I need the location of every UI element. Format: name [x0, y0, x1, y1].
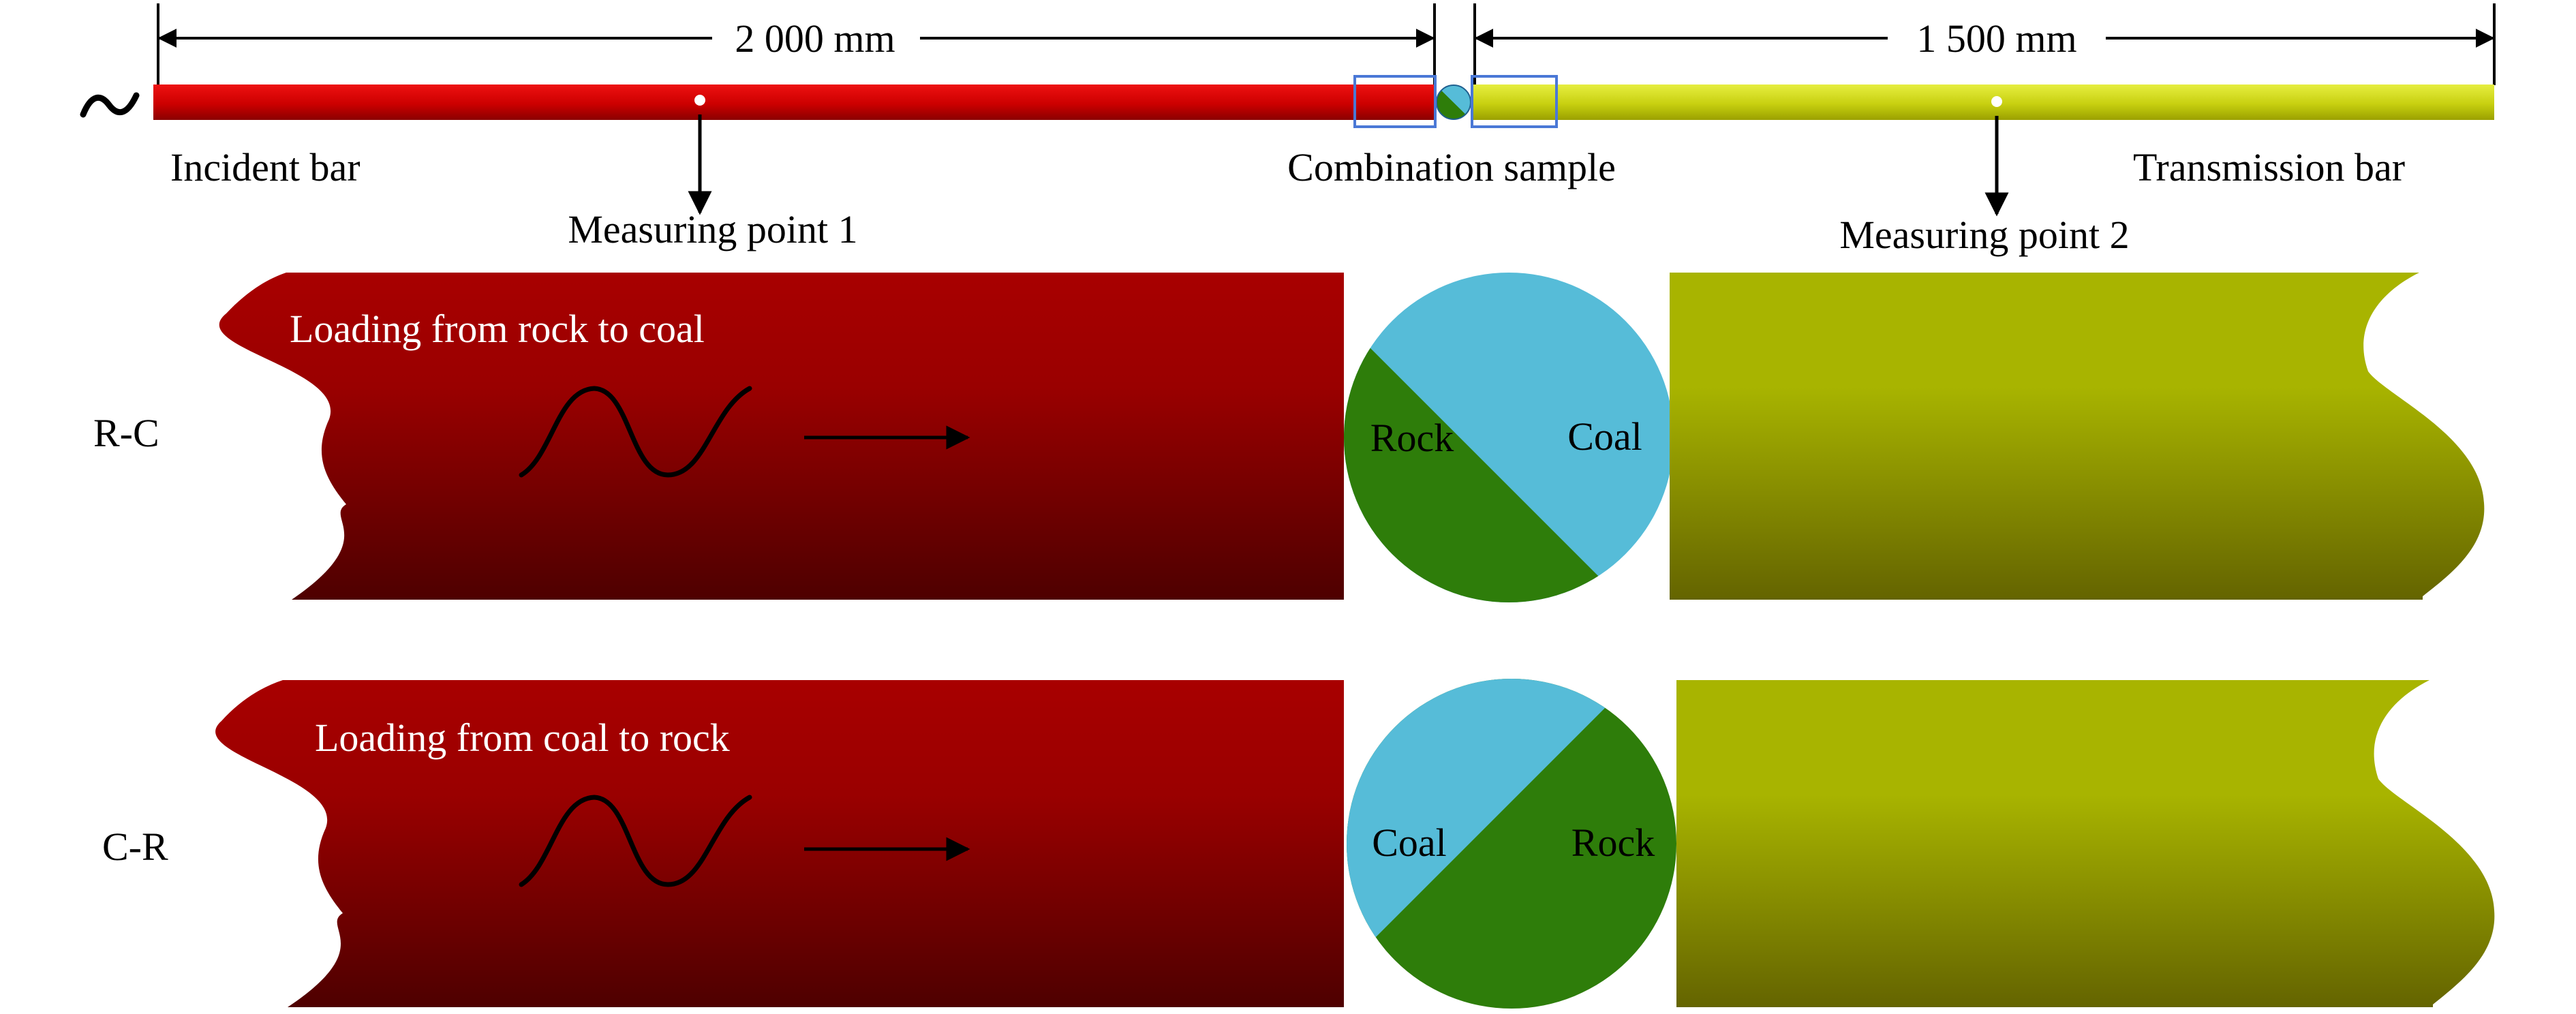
transmission-bar-label: Transmission bar	[2133, 145, 2405, 189]
dimension-incident-label: 2 000 mm	[735, 16, 895, 61]
loading-direction-label: Loading from rock to coal	[290, 307, 705, 351]
dimension-incident: 2 000 mm	[157, 3, 1436, 85]
detail-row-cr: C-R Loading from coal to rock Coal Rock	[102, 679, 2495, 1009]
sample-right-material: Rock	[1571, 820, 1655, 865]
measuring-point-1-label: Measuring point 1	[568, 207, 857, 251]
transmission-bar	[1473, 84, 2494, 120]
loading-direction-label: Loading from coal to rock	[315, 716, 730, 760]
combination-sample-label: Combination sample	[1287, 145, 1616, 189]
dimension-transmission-label: 1 500 mm	[1916, 16, 2076, 61]
stress-wave-icon	[519, 386, 752, 478]
row-label: C-R	[102, 825, 168, 869]
combination-sample: Rock Coal	[1344, 273, 1674, 602]
overview-panel: 2 000 mm 1 500 mm	[80, 3, 2496, 257]
incident-bar-label: Incident bar	[170, 145, 361, 189]
sample-left-material: Rock	[1370, 416, 1454, 460]
incident-bar-section	[215, 680, 1345, 1007]
incident-bar-section	[219, 273, 1344, 600]
zoom-box-left	[1353, 75, 1437, 128]
detail-row-rc: R-C Loading from rock to coal Rock Coal	[93, 273, 2485, 602]
dimension-transmission: 1 500 mm	[1473, 3, 2496, 85]
measuring-point-2-dot	[1991, 96, 2002, 107]
row-label: R-C	[93, 411, 159, 455]
zoom-box-right	[1471, 75, 1558, 128]
measuring-point-1-dot	[694, 95, 705, 106]
combination-sample-small	[1436, 84, 1471, 120]
combination-sample: Coal Rock	[1347, 679, 1676, 1009]
stress-wave-icon	[519, 795, 752, 887]
transmission-bar-section	[1676, 680, 2495, 1007]
sample-left-material: Coal	[1372, 820, 1447, 865]
input-wave-icon	[80, 92, 140, 118]
sample-right-material: Coal	[1567, 414, 1642, 459]
measuring-point-2-label: Measuring point 2	[1839, 213, 2129, 257]
incident-bar	[153, 84, 1435, 120]
transmission-bar-section	[1670, 273, 2485, 600]
